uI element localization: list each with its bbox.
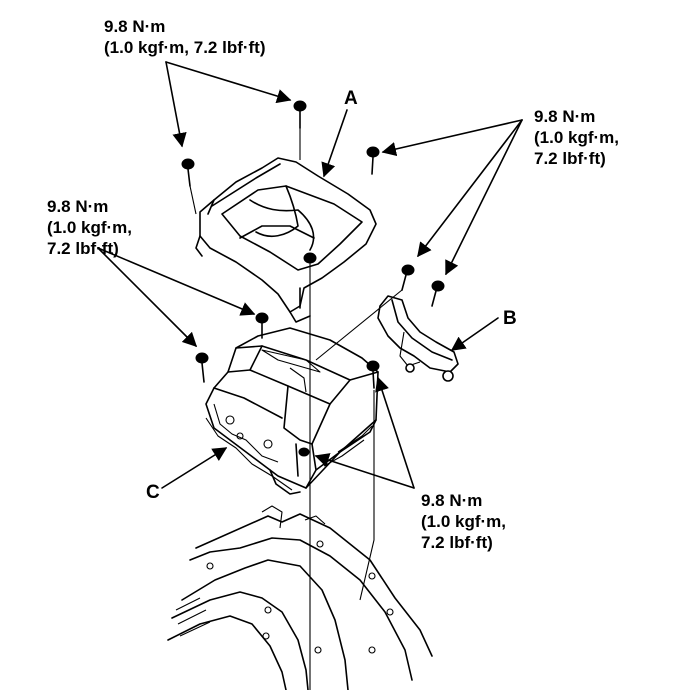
bracket-b [377, 295, 459, 382]
bolt-b-2 [431, 280, 445, 307]
bolt-b-1 [401, 264, 415, 291]
bolt-c-right [366, 360, 380, 389]
bolts [181, 100, 445, 457]
bolt-center-a [303, 252, 317, 264]
part-label-a: A [344, 88, 358, 109]
torque-conversion-line-1: (1.0 kgf·m, [534, 128, 619, 147]
torque-value: 9.8 N·m [421, 491, 482, 510]
torque-conversion-line-2: 7.2 lbf·ft) [534, 149, 606, 168]
bolt-c-top [255, 312, 269, 339]
cover-a [195, 157, 377, 323]
torque-callout-bottom-right: 9.8 N·m (1.0 kgf·m, 7.2 lbf·ft) [421, 491, 506, 552]
bolt-top-right [366, 146, 380, 175]
part-label-c: C [146, 482, 160, 503]
unit-c [205, 327, 379, 495]
part-label-b: B [503, 308, 517, 329]
bolt-top-center [293, 100, 307, 129]
bolt-top-left [181, 158, 195, 187]
torque-conversion-line-2: 7.2 lbf·ft) [421, 533, 493, 552]
torque-callout-left: 9.8 N·m (1.0 kgf·m, 7.2 lbf·ft) [47, 197, 132, 258]
torque-value: 9.8 N·m [47, 197, 108, 216]
torque-value: 9.8 N·m [104, 17, 165, 36]
torque-conversion-line-1: (1.0 kgf·m, [421, 512, 506, 531]
bolt-c-left [195, 352, 209, 383]
torque-conversion-line-1: (1.0 kgf·m, [47, 218, 132, 237]
torque-conversion: (1.0 kgf·m, 7.2 lbf·ft) [104, 38, 266, 57]
leader-arrows [97, 61, 523, 489]
bolt-c-front [298, 447, 310, 457]
torque-callout-top-right: 9.8 N·m (1.0 kgf·m, 7.2 lbf·ft) [534, 107, 619, 168]
alignment-lines [189, 128, 403, 690]
body-frame [167, 505, 433, 690]
torque-callout-top-left: 9.8 N·m (1.0 kgf·m, 7.2 lbf·ft) [104, 17, 266, 57]
torque-value: 9.8 N·m [534, 107, 595, 126]
torque-conversion-line-2: 7.2 lbf·ft) [47, 239, 119, 258]
